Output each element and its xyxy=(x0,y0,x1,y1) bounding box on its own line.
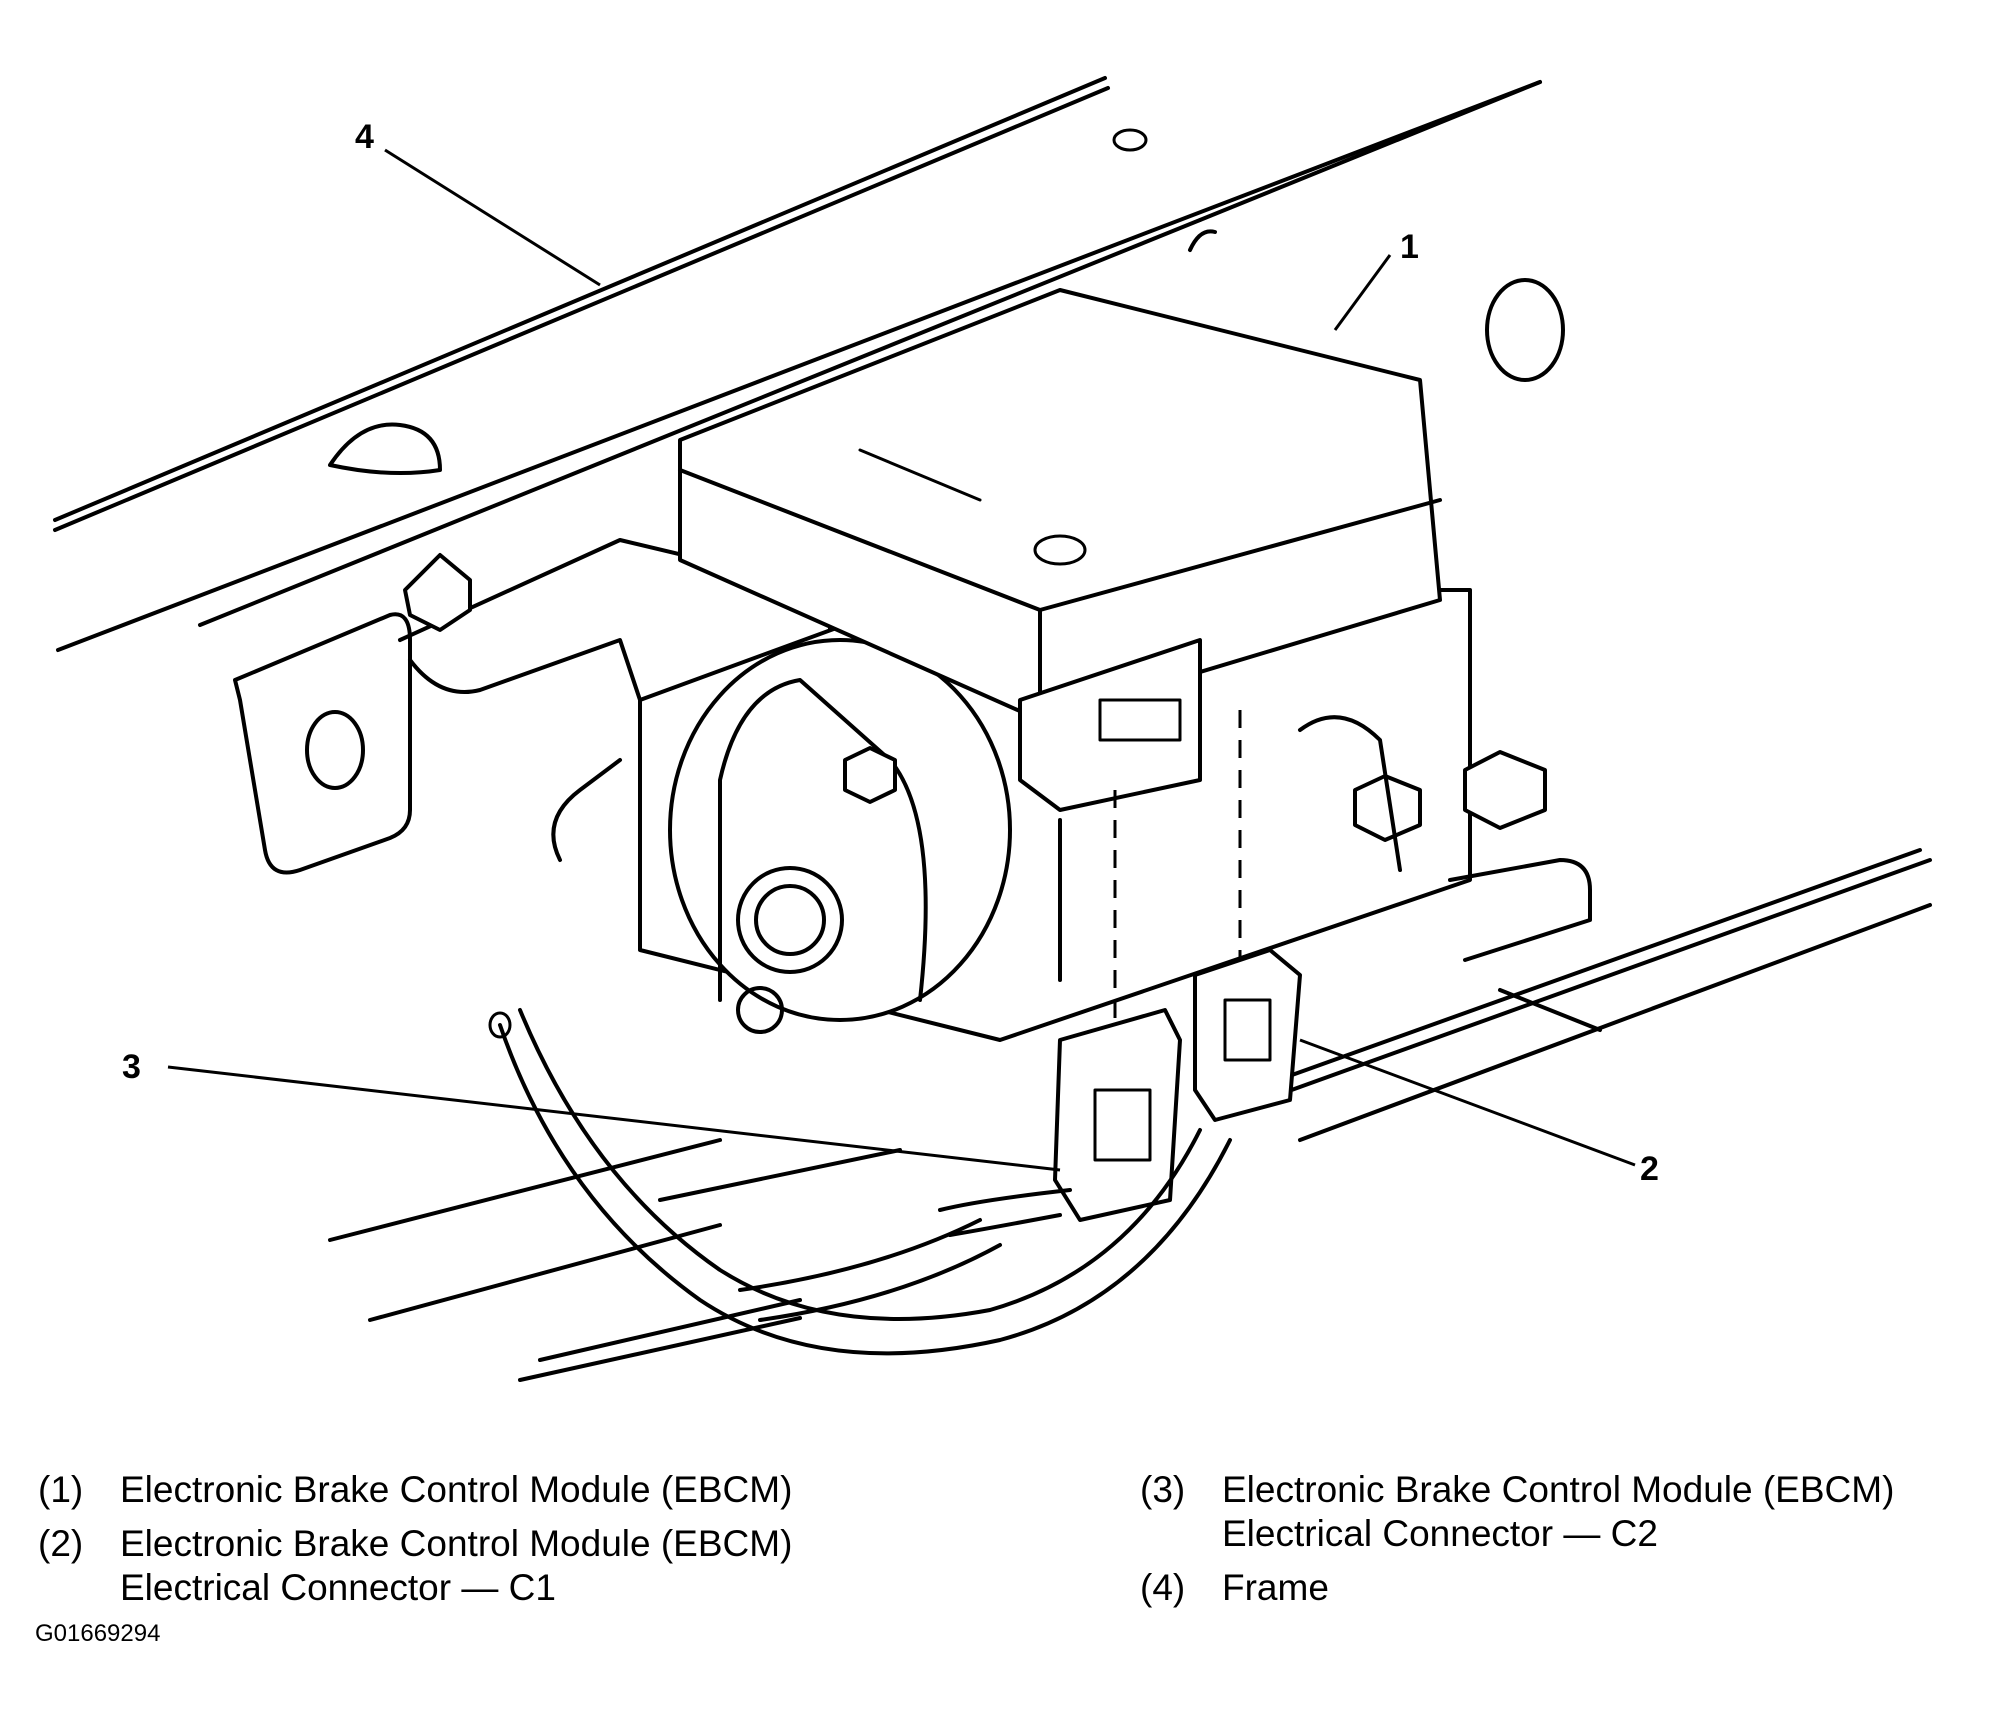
legend-number: (1) xyxy=(38,1469,84,1510)
legend-text-line2: Electrical Connector — C1 xyxy=(120,1567,556,1608)
legend-text-line2: Electrical Connector — C2 xyxy=(1222,1513,1658,1554)
connector-c1 xyxy=(1193,948,1302,1122)
wiring-harness xyxy=(488,1008,1232,1356)
legend-number: (3) xyxy=(1140,1469,1186,1510)
legend-left: (1) Electronic Brake Control Module (EBC… xyxy=(38,1468,1038,1628)
legend-number: (2) xyxy=(38,1523,84,1564)
legend-right: (3) Electronic Brake Control Module (EBC… xyxy=(1140,1468,2000,1628)
callout-4: 4 xyxy=(355,118,374,156)
callout-3: 3 xyxy=(122,1048,141,1086)
legend-text: Electronic Brake Control Module (EBCM) xyxy=(1222,1469,1895,1510)
connector-c2 xyxy=(1053,1008,1182,1222)
legend-number: (4) xyxy=(1140,1567,1186,1608)
callout-1: 1 xyxy=(1400,228,1419,266)
callout-2: 2 xyxy=(1640,1150,1659,1188)
ebcm-diagram: 4 1 2 3 xyxy=(53,76,1932,1382)
legend-text: Frame xyxy=(1222,1567,1329,1608)
legend-text: Electronic Brake Control Module (EBCM) xyxy=(120,1469,793,1510)
callout-leaders xyxy=(167,148,1636,1172)
ebcm-module xyxy=(638,288,1592,1042)
frame xyxy=(53,76,1932,1382)
legend-text: Electronic Brake Control Module (EBCM) xyxy=(120,1523,793,1564)
figure-id: G01669294 xyxy=(35,1620,161,1647)
